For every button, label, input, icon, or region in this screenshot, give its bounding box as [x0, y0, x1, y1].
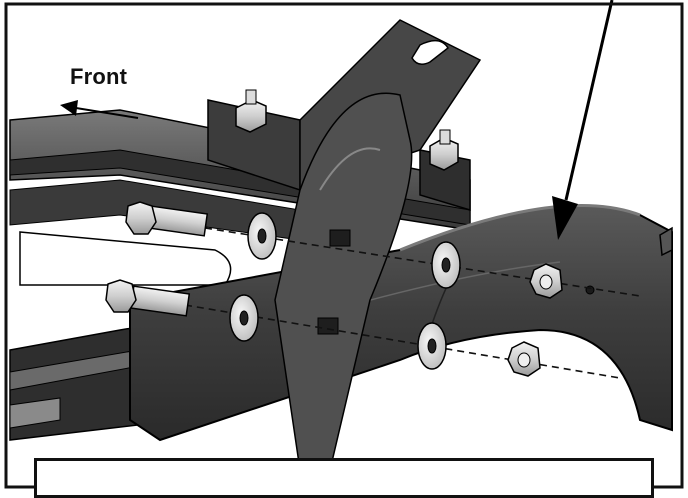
bolt-upper	[125, 201, 209, 237]
top-nut-right	[429, 129, 459, 171]
callout-arrow	[552, 0, 614, 240]
nut-lower	[507, 341, 541, 377]
washer-lower-right	[417, 322, 447, 370]
caption-box	[34, 458, 654, 498]
top-nut-left	[235, 89, 267, 133]
nut-upper	[529, 263, 563, 299]
bolt-lower	[105, 279, 191, 317]
front-direction-label: Front	[70, 64, 128, 89]
washer-upper-right	[431, 241, 461, 289]
front-direction-arrow	[60, 100, 139, 119]
washer-lower-left	[229, 294, 259, 342]
mounting-bracket	[207, 19, 482, 471]
washer-upper-left	[247, 212, 277, 260]
tube-end-right	[659, 226, 673, 257]
